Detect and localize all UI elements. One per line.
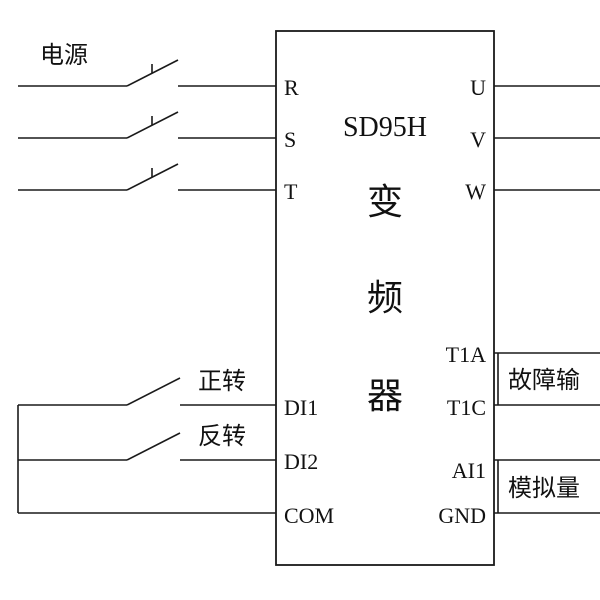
terminal-v: V — [470, 127, 486, 152]
terminal-u: U — [470, 75, 486, 100]
power-line-s — [18, 111, 276, 139]
terminal-t1c: T1C — [447, 395, 486, 420]
forward-label: 正转 — [198, 367, 246, 395]
model-label: SD95H — [343, 112, 427, 143]
terminal-t1a: T1A — [446, 342, 486, 367]
analog-label: 模拟量 — [508, 474, 580, 502]
device-char-3: 器 — [367, 376, 403, 417]
power-line-r — [18, 59, 276, 87]
terminal-w: W — [465, 179, 486, 204]
fault-output-label: 故障输 — [508, 366, 580, 394]
control-line-di1 — [18, 377, 276, 406]
control-line-di2 — [18, 432, 276, 461]
power-label: 电源 — [40, 41, 88, 69]
terminal-di1: DI1 — [284, 395, 318, 420]
terminal-ai1: AI1 — [452, 458, 486, 483]
reverse-label: 反转 — [198, 422, 246, 450]
terminal-di2: DI2 — [284, 449, 318, 474]
device-char-1: 变 — [367, 182, 403, 223]
terminal-t: T — [284, 179, 298, 204]
drive-box — [275, 30, 495, 566]
terminal-com: COM — [284, 503, 334, 528]
terminal-r: R — [284, 75, 299, 100]
terminal-s: S — [284, 127, 296, 152]
device-char-2: 频 — [367, 278, 403, 319]
power-line-t — [18, 163, 276, 191]
terminal-gnd: GND — [438, 503, 486, 528]
